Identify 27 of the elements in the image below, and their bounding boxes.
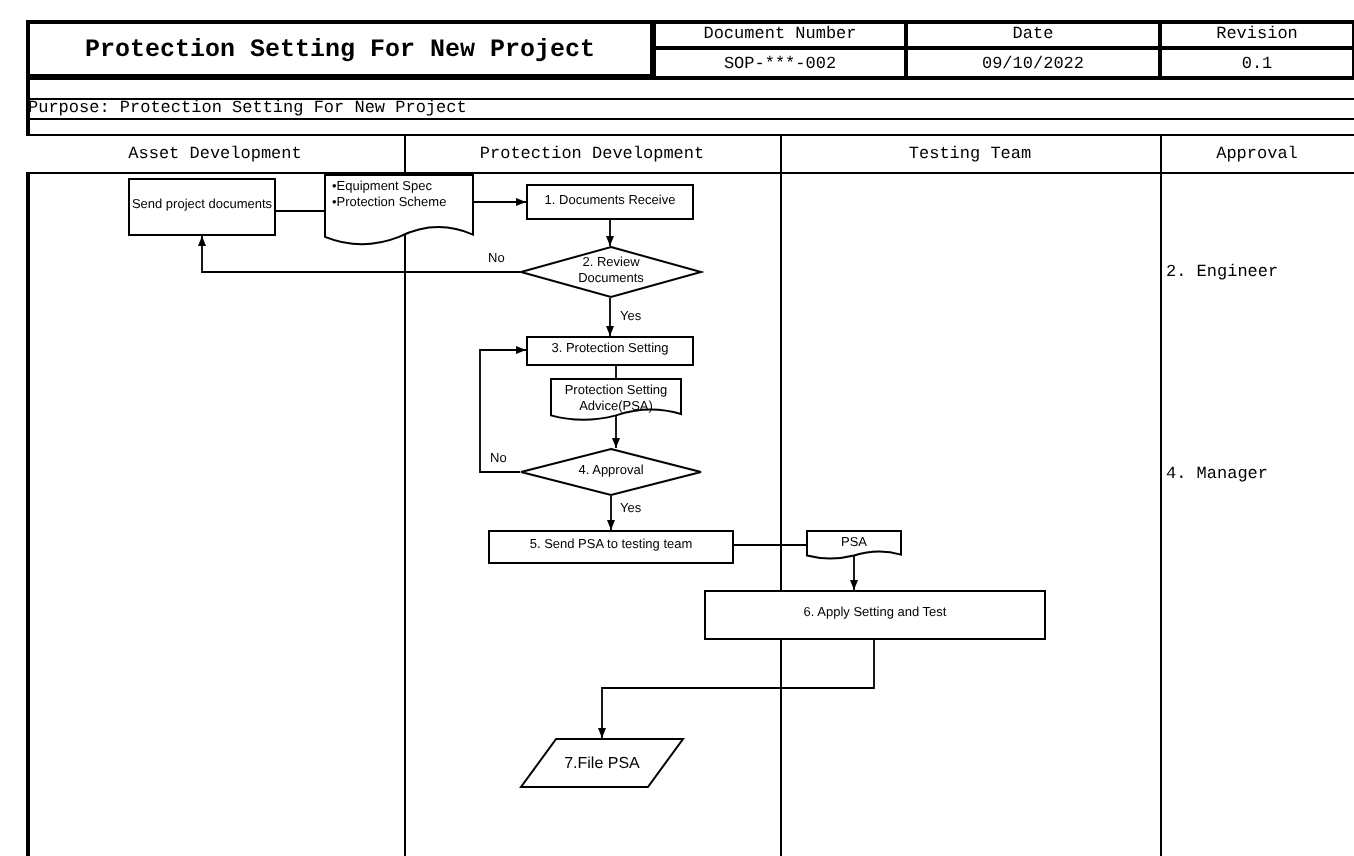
arrow bbox=[612, 415, 620, 449]
connector-line bbox=[733, 544, 807, 546]
lane-header: Approval bbox=[1214, 141, 1300, 167]
title-cell: Protection Setting For New Project bbox=[26, 20, 654, 78]
connector-line bbox=[615, 365, 617, 379]
header-cell: Revision bbox=[1160, 20, 1354, 48]
header-cell: Date bbox=[906, 20, 1160, 48]
arrow bbox=[598, 639, 875, 739]
connector-line bbox=[275, 210, 325, 212]
lane-header: Testing Team bbox=[906, 141, 1034, 167]
header-cell: Document Number bbox=[654, 20, 906, 48]
arrow bbox=[607, 495, 615, 531]
arrow bbox=[850, 553, 858, 591]
value-cell: SOP-***-002 bbox=[654, 48, 906, 78]
role-label: 2. Engineer bbox=[1164, 260, 1281, 284]
purpose-text: Purpose: Protection Setting For New Project bbox=[26, 98, 469, 118]
arrow bbox=[479, 346, 527, 473]
lane-header: Asset Development bbox=[126, 141, 304, 167]
lane-header: Protection Development bbox=[477, 141, 707, 167]
arrow bbox=[606, 297, 614, 337]
arrow bbox=[606, 219, 614, 247]
arrow bbox=[198, 235, 521, 273]
role-label: 4. Manager bbox=[1164, 462, 1271, 486]
arrow bbox=[473, 198, 527, 206]
data-parallelogram: 7.File PSA bbox=[520, 738, 684, 788]
value-cell: 0.1 bbox=[1160, 48, 1354, 78]
value-cell: 09/10/2022 bbox=[906, 48, 1160, 78]
